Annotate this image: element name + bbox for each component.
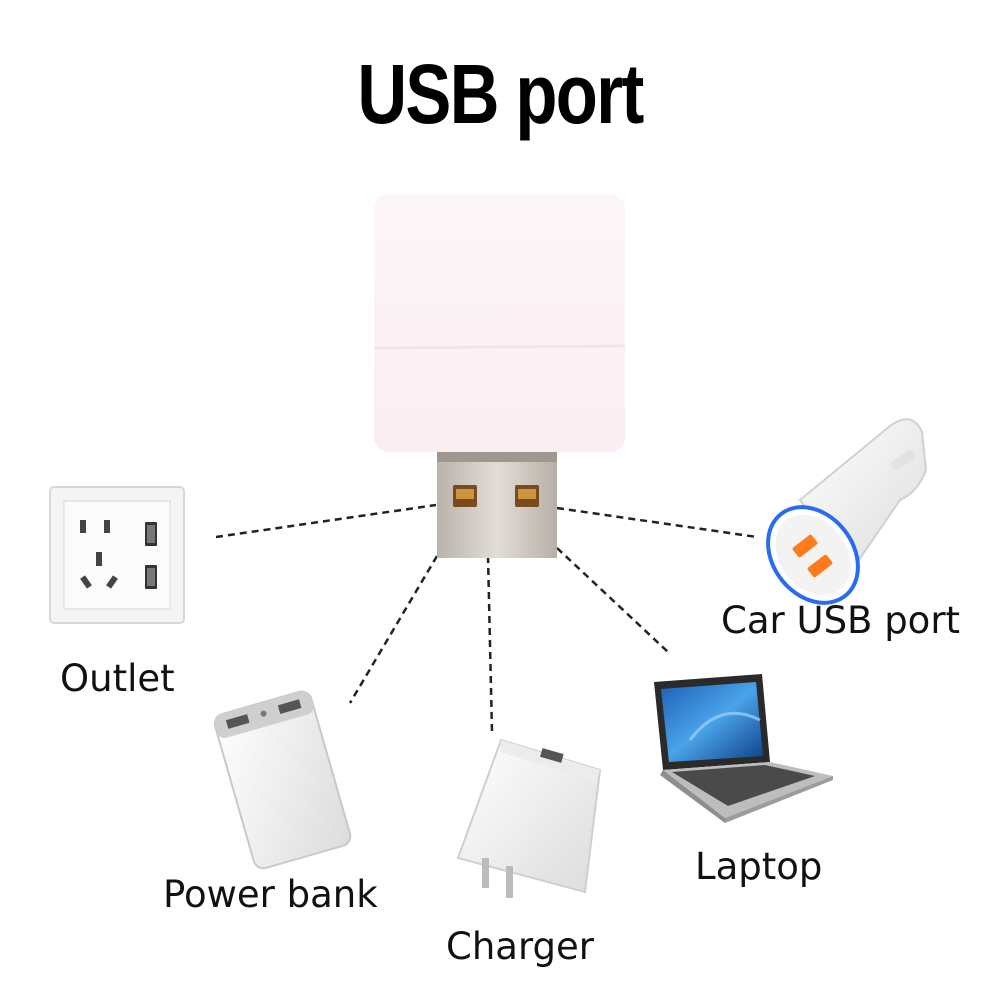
car-charger-icon xyxy=(766,418,928,605)
connector-charger xyxy=(486,555,494,733)
wall-outlet-icon xyxy=(49,486,185,624)
power-bank-label: Power bank xyxy=(163,873,378,916)
car-usb-port-label: Car USB port xyxy=(721,599,961,642)
connector-car xyxy=(556,506,758,539)
laptop-label: Laptop xyxy=(695,845,823,888)
charger-icon xyxy=(456,738,602,898)
usb-light-icon xyxy=(373,194,626,558)
connector-lines xyxy=(215,503,758,733)
connector-powerbank xyxy=(348,555,439,704)
connector-outlet xyxy=(215,503,437,539)
laptop-icon xyxy=(654,674,833,823)
outlet-label: Outlet xyxy=(60,657,175,700)
page-title: USB port xyxy=(357,47,644,141)
connector-laptop xyxy=(556,547,669,653)
power-bank-icon xyxy=(213,690,352,870)
charger-label: Charger xyxy=(446,925,594,968)
